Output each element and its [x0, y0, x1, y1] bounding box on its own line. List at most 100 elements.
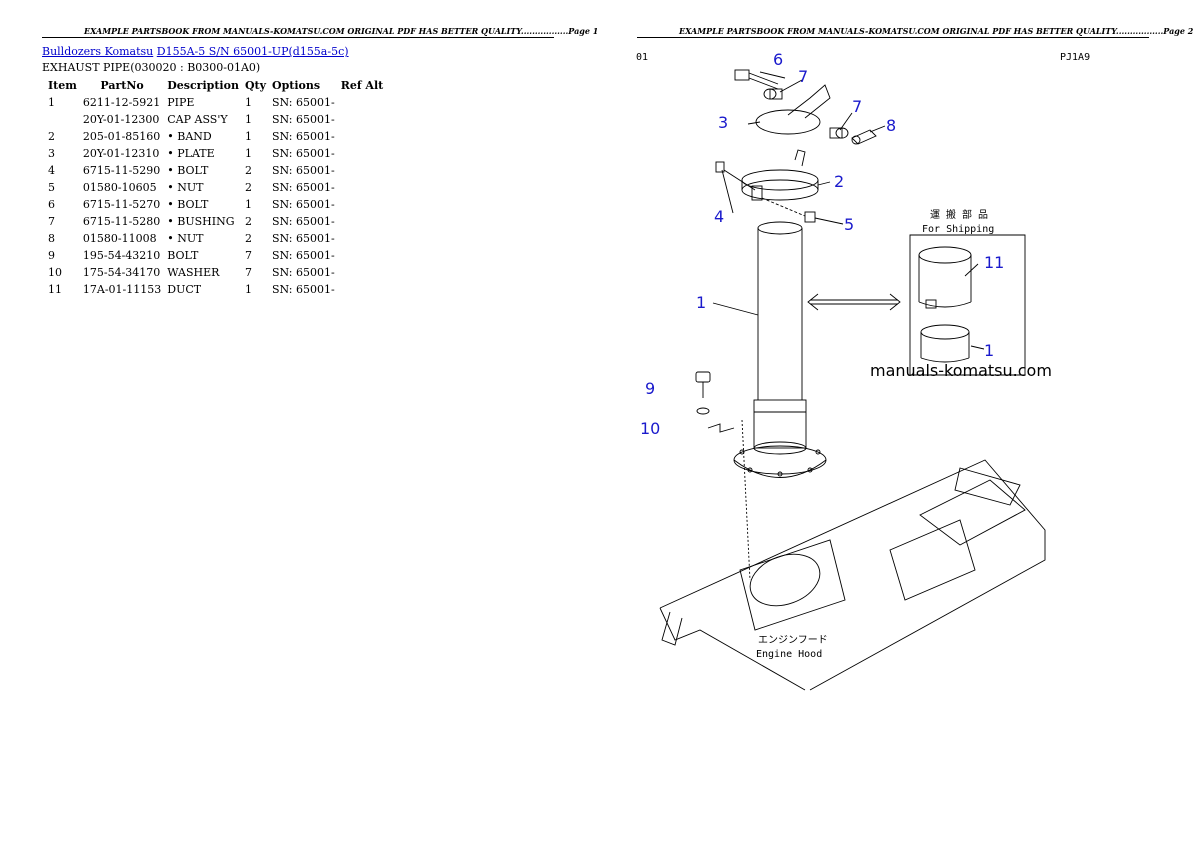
breadcrumb-link-category[interactable]: Bulldozers Komatsu	[42, 45, 154, 58]
cell-partno: 17A-01-11153	[82, 283, 162, 296]
cell-qty: 1	[244, 283, 252, 296]
cell-qty: 1	[244, 198, 252, 211]
cell-options: SN: 65001-	[272, 215, 335, 228]
breadcrumb-link-model[interactable]: D155A-5 S/N 65001-UP(d155a-5c)	[156, 45, 349, 58]
cell-description: BOLT	[167, 249, 199, 262]
cell-description: • BUSHING	[167, 215, 235, 228]
cell-item: 4	[48, 164, 55, 177]
callout-1: 1	[696, 293, 706, 312]
callout-8: 8	[886, 116, 896, 135]
band-2-drawing	[741, 149, 819, 201]
cell-partno: 195-54-43210	[82, 249, 161, 262]
cell-qty: 1	[244, 130, 252, 143]
cell-item: 10	[48, 266, 62, 279]
cell-qty: 7	[244, 249, 252, 262]
cell-partno: 6715-11-5290	[82, 164, 161, 177]
cell-options: SN: 65001-	[272, 283, 335, 296]
cell-description: • NUT	[167, 181, 204, 194]
cell-description: • BOLT	[167, 198, 209, 211]
page-2: EXAMPLE PARTSBOOK FROM MANUALS-KOMATSU.C…	[595, 0, 1193, 842]
cell-refalt	[338, 111, 387, 128]
cell-description: • BAND	[167, 130, 212, 143]
col-partno: PartNo	[100, 79, 144, 92]
cell-refalt	[338, 196, 387, 213]
callout-4: 4	[714, 207, 724, 226]
callout-9: 9	[645, 379, 655, 398]
cell-item: 6	[48, 198, 55, 211]
cell-qty: 7	[244, 266, 252, 279]
cell-description: CAP ASS'Y	[167, 113, 228, 126]
cell-partno: 6715-11-5270	[82, 198, 161, 211]
nut-5-drawing	[761, 197, 816, 223]
cell-qty: 1	[244, 113, 252, 126]
cell-description: WASHER	[167, 266, 220, 279]
cell-description: PIPE	[167, 96, 195, 109]
cell-description: • NUT	[167, 232, 204, 245]
cell-options: SN: 65001-	[272, 130, 335, 143]
cell-qty: 1	[244, 96, 252, 109]
cell-refalt	[338, 145, 387, 162]
cell-qty: 2	[244, 181, 252, 194]
table-row: 4 6715-11-5290 • BOLT 2 SN: 65001-	[42, 162, 386, 179]
cell-partno: 01580-11008	[82, 232, 157, 245]
section-title: EXHAUST PIPE(030020 : B0300-01A0)	[42, 61, 261, 74]
watermark-text: manuals-komatsu.com	[870, 361, 1052, 380]
cell-qty: 2	[244, 164, 252, 177]
cell-item: 7	[48, 215, 55, 228]
bolt-4-drawing	[715, 161, 756, 191]
cell-refalt	[338, 94, 387, 111]
diagram-corner-left: 01	[636, 52, 648, 63]
plate-3-drawing	[755, 84, 831, 135]
cell-partno: 01580-10605	[82, 181, 157, 194]
cell-qty: 2	[244, 232, 252, 245]
page-1: EXAMPLE PARTSBOOK FROM MANUALS-KOMATSU.C…	[0, 0, 598, 842]
nut-8-drawing	[851, 129, 877, 145]
hood-label-en: Engine Hood	[756, 649, 822, 660]
hood-label-jp: エンジンフード	[758, 635, 828, 646]
cell-refalt	[338, 179, 387, 196]
table-header-row: Item PartNo Description Qty Options Ref …	[42, 77, 386, 94]
callout-3: 3	[718, 113, 728, 132]
cell-partno: 205-01-85160	[82, 130, 161, 143]
header-rule	[637, 37, 1149, 38]
page-header: EXAMPLE PARTSBOOK FROM MANUALS-KOMATSU.C…	[679, 26, 1193, 36]
cell-item: 1	[48, 96, 55, 109]
breadcrumb: Bulldozers Komatsu D155A-5 S/N 65001-UP(…	[42, 45, 349, 58]
callout-6: 6	[773, 50, 783, 69]
col-qty: Qty	[244, 79, 267, 92]
cell-options: SN: 65001-	[272, 249, 335, 262]
cell-description: • BOLT	[167, 164, 209, 177]
callout-2: 2	[834, 172, 844, 191]
callout-10: 10	[640, 419, 660, 438]
shipping-label-en: For Shipping	[922, 224, 994, 235]
cell-qty: 2	[244, 215, 252, 228]
callout-11: 11	[984, 253, 1004, 272]
cell-refalt	[338, 281, 387, 298]
cell-item: 3	[48, 147, 55, 160]
header-rule	[42, 37, 554, 38]
bushing-7-drawing	[763, 88, 783, 100]
washer-10-drawing	[696, 407, 735, 433]
shipping-box-drawing	[807, 234, 1026, 376]
cell-options: SN: 65001-	[272, 164, 335, 177]
diagram-corner-right: PJ1A9	[1060, 52, 1090, 63]
cell-options: SN: 65001-	[272, 198, 335, 211]
cell-options: SN: 65001-	[272, 113, 335, 126]
cell-partno: 175-54-34170	[82, 266, 161, 279]
col-item: Item	[48, 79, 77, 92]
cell-item: 8	[48, 232, 55, 245]
cell-refalt	[338, 264, 387, 281]
cell-refalt	[338, 247, 387, 264]
bushing-7b-drawing	[829, 127, 849, 139]
pipe-1-drawing	[733, 221, 827, 478]
cell-item	[42, 111, 80, 128]
engine-hood-drawing	[659, 419, 1046, 691]
